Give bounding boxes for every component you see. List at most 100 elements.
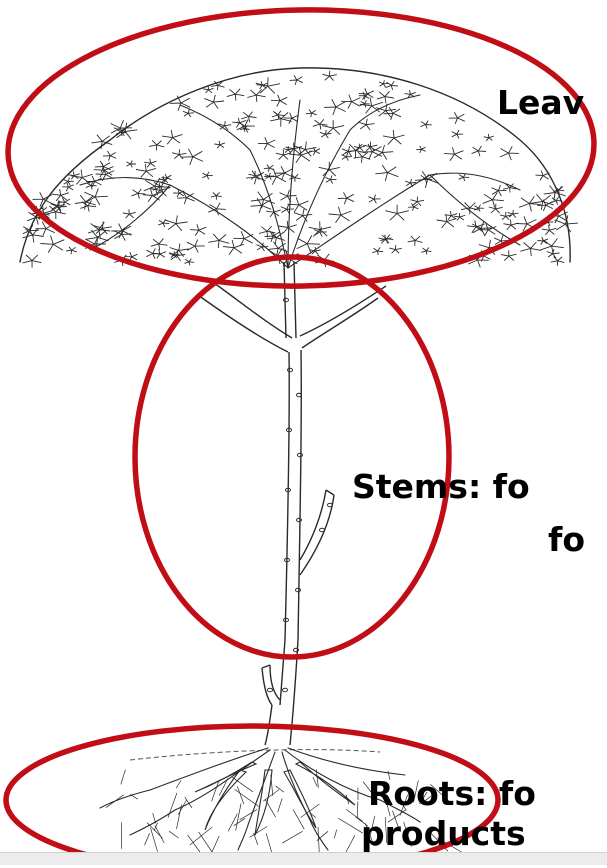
leaf-mark <box>23 255 42 268</box>
leaf-mark <box>131 189 145 199</box>
stems-label-line2: fo <box>548 523 585 556</box>
leaf-mark <box>472 146 486 156</box>
root-hair <box>263 790 279 802</box>
leaf-mark <box>329 207 352 223</box>
stem-node <box>283 688 288 692</box>
leaf-mark <box>508 210 519 217</box>
leaf-mark <box>359 88 374 99</box>
leaf-mark <box>386 81 398 90</box>
leaf-mark <box>360 97 383 113</box>
stems-label-line1: Stems: fo <box>352 470 530 503</box>
leaf-mark <box>75 195 96 209</box>
leaf-mark <box>377 91 394 103</box>
leaf-mark <box>373 145 394 160</box>
leaf-mark <box>310 247 321 254</box>
roots-label-line1: Roots: fo <box>368 777 536 810</box>
leaf-mark <box>256 81 267 89</box>
leaf-mark <box>385 205 409 221</box>
leaf-mark <box>88 222 110 238</box>
leaf-mark <box>501 250 516 260</box>
leaf-mark <box>519 196 541 211</box>
leaf-mark <box>151 239 168 250</box>
stem-node <box>284 298 289 302</box>
leaf-mark <box>295 142 317 157</box>
leaf-mark <box>489 204 503 213</box>
root-hair <box>293 810 304 830</box>
root-hair <box>271 775 273 796</box>
root-hair <box>169 831 178 838</box>
root-hair <box>121 770 126 785</box>
root-hair <box>234 818 245 825</box>
leaf-mark <box>389 245 401 253</box>
leaf-mark <box>66 247 77 254</box>
root-hair <box>151 828 158 852</box>
root-hair <box>235 789 259 806</box>
stem-node <box>298 453 303 457</box>
leaf-mark <box>161 174 172 182</box>
leaf-mark <box>173 189 184 197</box>
leaf-mark <box>172 149 186 159</box>
leaf-mark <box>281 204 294 214</box>
leaf-mark <box>126 161 135 168</box>
root-hair <box>145 833 150 845</box>
leaf-mark <box>270 112 291 126</box>
leaf-mark <box>279 221 297 233</box>
leaf-mark <box>297 235 320 252</box>
leaf-mark <box>405 179 416 187</box>
leaf-mark <box>227 89 244 101</box>
window-bottom-edge <box>0 852 607 865</box>
root-hair <box>265 799 276 817</box>
leaf-mark <box>187 240 205 253</box>
leaf-mark <box>500 146 519 160</box>
root-hair <box>346 835 355 852</box>
leaf-mark <box>492 185 507 196</box>
stem-node <box>268 688 273 692</box>
leaf-mark <box>437 214 457 228</box>
leaf-mark <box>233 231 253 245</box>
leaf-mark <box>368 195 380 204</box>
root-hair <box>236 804 241 831</box>
leaf-mark <box>341 95 360 109</box>
leaf-mark <box>264 165 275 172</box>
leaf-mark <box>202 172 212 180</box>
leaf-mark <box>375 165 398 181</box>
leaf-mark <box>309 221 331 236</box>
leaves-label: Leav <box>497 86 584 119</box>
leaf-mark <box>542 225 557 235</box>
leaf-mark <box>280 190 297 202</box>
leaf-mark <box>474 205 484 212</box>
root-hair <box>190 827 212 845</box>
leaf-mark <box>551 257 565 266</box>
root-hair <box>130 794 138 799</box>
root-hair <box>357 801 358 818</box>
leaf-mark <box>354 152 371 163</box>
leaf-mark <box>459 174 470 182</box>
leaf-mark <box>408 236 423 246</box>
root-hair <box>313 777 317 787</box>
leaf-mark <box>520 242 541 256</box>
leaf-mark <box>338 192 354 204</box>
leaf-mark <box>123 209 136 218</box>
stems-highlight-ellipse <box>135 257 449 657</box>
leaf-mark <box>162 130 183 144</box>
leaf-mark <box>40 236 64 253</box>
root-hair <box>240 809 258 820</box>
leaf-mark <box>149 140 164 150</box>
leaf-mark <box>185 259 195 266</box>
leaf-mark <box>306 110 317 118</box>
leaf-mark <box>208 203 226 216</box>
leaf-mark <box>421 121 432 129</box>
leaf-mark <box>114 123 138 139</box>
leaf-mark <box>181 149 204 165</box>
root-hair <box>178 800 186 815</box>
leaf-mark <box>241 112 256 123</box>
root-hair <box>338 818 362 833</box>
leaf-mark <box>208 234 229 248</box>
leaf-mark <box>274 166 293 180</box>
leaf-mark <box>33 192 52 206</box>
root-hair <box>212 836 219 852</box>
leaf-mark <box>372 247 383 255</box>
leaf-mark <box>143 189 161 202</box>
root-hair <box>168 793 177 818</box>
leaf-mark <box>484 134 494 141</box>
